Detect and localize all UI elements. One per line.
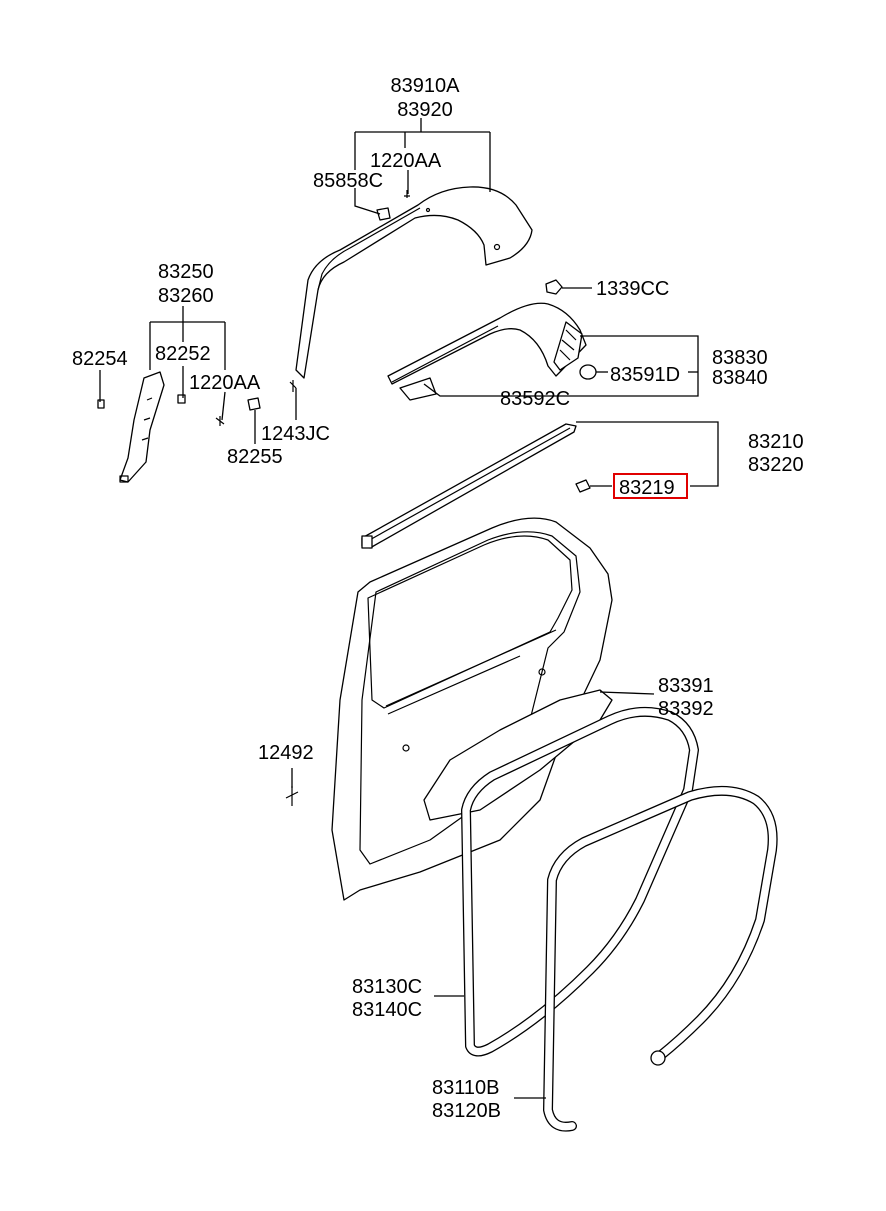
- label-82252: 82252: [155, 343, 211, 365]
- door-frame-molding[interactable]: [295, 186, 533, 379]
- label-1339cc: 1339CC: [596, 278, 669, 300]
- beltline-weatherstrip[interactable]: [361, 423, 577, 549]
- screw-1220aa-left[interactable]: [215, 416, 225, 426]
- label-12492: 12492: [258, 742, 314, 764]
- label-83140c: 83140C: [352, 999, 422, 1021]
- label-83260: 83260: [158, 285, 214, 307]
- label-83592c: 83592C: [500, 388, 570, 410]
- label-1243jc: 1243JC: [261, 423, 330, 445]
- door-weatherstrip-83130c[interactable]: [461, 706, 699, 1057]
- label-83391: 83391: [658, 675, 714, 697]
- clip-85858c[interactable]: [376, 207, 391, 221]
- label-83920: 83920: [397, 99, 453, 121]
- label-82254: 82254: [72, 348, 128, 370]
- label-83392: 83392: [658, 698, 714, 720]
- label-83591d: 83591D: [610, 364, 680, 386]
- bolt-12492[interactable]: [285, 786, 299, 806]
- clip-83592c[interactable]: [399, 377, 437, 401]
- screw-1220aa-top[interactable]: [404, 190, 410, 198]
- label-83830: 83830: [712, 347, 768, 369]
- label-83120b: 83120B: [432, 1100, 501, 1122]
- label-83250: 83250: [158, 261, 214, 283]
- label-85858c: 85858C: [313, 170, 383, 192]
- rear-door-panel[interactable]: [331, 517, 613, 901]
- clip-82255[interactable]: [247, 397, 261, 411]
- label-83910a: 83910A: [391, 75, 461, 97]
- label-82255: 82255: [227, 446, 283, 468]
- label-83220: 83220: [748, 454, 804, 476]
- door-weatherstrip-83110b[interactable]: [543, 785, 778, 1132]
- nut-1339cc[interactable]: [545, 279, 563, 295]
- clip-82254[interactable]: [97, 399, 105, 409]
- clip-82252[interactable]: [177, 394, 186, 404]
- highlight-box-83219: [613, 473, 688, 499]
- label-83219[interactable]: 83219: [619, 477, 675, 499]
- label-1220aa-left: 1220AA: [189, 372, 261, 394]
- leader-lines: [99, 118, 719, 1099]
- label-83110b: 83110B: [432, 1077, 499, 1099]
- grommet-83591d[interactable]: [579, 364, 597, 380]
- label-83130c: 83130C: [352, 976, 422, 998]
- label-83840: 83840: [712, 367, 768, 389]
- clip-83219[interactable]: [575, 479, 591, 493]
- screw-1243jc[interactable]: [289, 380, 297, 392]
- delta-garnish[interactable]: [387, 302, 587, 385]
- label-83210: 83210: [748, 431, 804, 453]
- label-1220aa-top: 1220AA: [370, 150, 442, 172]
- door-bracket[interactable]: [119, 371, 165, 483]
